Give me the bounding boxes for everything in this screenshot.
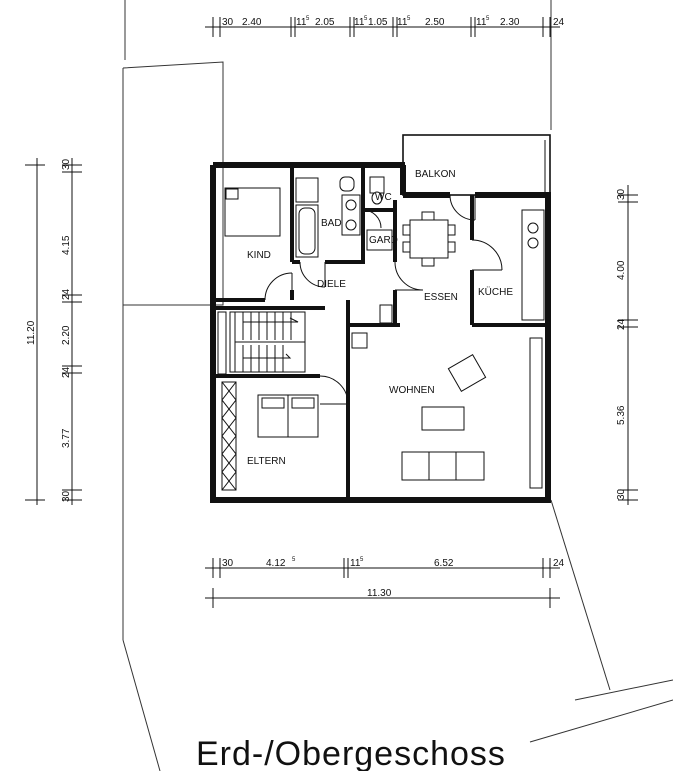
plan-title: Erd-/Obergeschoss: [196, 735, 506, 771]
staircase: [217, 311, 306, 375]
svg-text:11: 11: [397, 17, 408, 28]
svg-text:5.36: 5.36: [616, 405, 627, 425]
svg-text:5: 5: [407, 16, 411, 22]
dimension-bottom: 30 4.12 5 11 5 6.52 24 11.30: [205, 557, 565, 608]
svg-text:24: 24: [61, 366, 72, 378]
room-label-eltern: ELTERN: [247, 456, 286, 467]
svg-text:2.40: 2.40: [242, 17, 262, 28]
svg-text:4.12: 4.12: [266, 558, 286, 569]
svg-text:4.15: 4.15: [61, 235, 72, 255]
room-label-wohnen: WOHNEN: [389, 385, 435, 396]
svg-text:30: 30: [222, 17, 234, 28]
svg-text:5: 5: [486, 16, 490, 22]
diele-fixtures: [351, 304, 393, 349]
svg-text:5: 5: [292, 557, 296, 563]
svg-text:6.52: 6.52: [434, 558, 454, 569]
svg-text:30: 30: [61, 158, 72, 170]
kitchen-counter: [521, 209, 545, 321]
dimension-top: 30 2.40 11 5 2.05 11 5 1.05 11 5 2.50 11…: [205, 16, 565, 37]
svg-text:24: 24: [61, 288, 72, 300]
svg-text:11: 11: [476, 17, 487, 28]
svg-text:5: 5: [360, 557, 364, 563]
bathroom-fixtures: [295, 176, 393, 258]
room-label-balkon: BALKON: [415, 169, 456, 180]
svg-text:24: 24: [553, 558, 565, 569]
svg-text:11: 11: [350, 558, 361, 569]
svg-text:30: 30: [616, 188, 627, 200]
svg-text:30: 30: [61, 490, 72, 502]
room-label-diele: DIELE: [317, 279, 346, 290]
svg-text:11.30: 11.30: [367, 588, 392, 599]
dimension-right: 30 4.00 24 5.36 30: [616, 185, 638, 505]
eltern-bed: [257, 394, 319, 438]
living-furniture: [401, 337, 543, 489]
svg-text:5: 5: [364, 16, 368, 22]
room-label-kind: KIND: [247, 250, 271, 261]
svg-text:5: 5: [306, 16, 310, 22]
svg-text:11: 11: [296, 17, 307, 28]
svg-text:2.50: 2.50: [425, 17, 445, 28]
svg-text:24: 24: [616, 318, 627, 330]
room-label-bad: BAD: [321, 218, 342, 229]
room-labels: KIND BAD WC GARD DIELE BALKON ESSEN KÜCH…: [247, 169, 513, 467]
doors: [264, 194, 503, 405]
dining-table: [402, 211, 456, 267]
svg-text:30: 30: [222, 558, 234, 569]
svg-text:30: 30: [616, 488, 627, 500]
room-label-kueche: KÜCHE: [478, 286, 513, 298]
svg-text:2.20: 2.20: [61, 325, 72, 345]
room-label-wc: WC: [375, 192, 392, 203]
svg-text:4.00: 4.00: [616, 260, 627, 280]
eltern-wardrobe: [221, 381, 237, 491]
svg-text:2.05: 2.05: [315, 17, 335, 28]
svg-text:24: 24: [553, 17, 565, 28]
room-label-essen: ESSEN: [424, 292, 458, 303]
svg-text:3.77: 3.77: [61, 428, 72, 448]
dimension-left: 11.20 30 4.15 24 2.20 24 3.77 30: [25, 158, 82, 505]
room-label-gard: GARD: [369, 235, 398, 246]
svg-text:2.30: 2.30: [500, 17, 520, 28]
outer-walls: [210, 162, 551, 503]
svg-text:11: 11: [354, 17, 365, 28]
svg-text:1.05: 1.05: [368, 17, 388, 28]
plot-outline: [122, 0, 673, 771]
balkon-area: [402, 134, 551, 196]
svg-text:11.20: 11.20: [26, 320, 37, 345]
kind-bed: [224, 187, 281, 237]
